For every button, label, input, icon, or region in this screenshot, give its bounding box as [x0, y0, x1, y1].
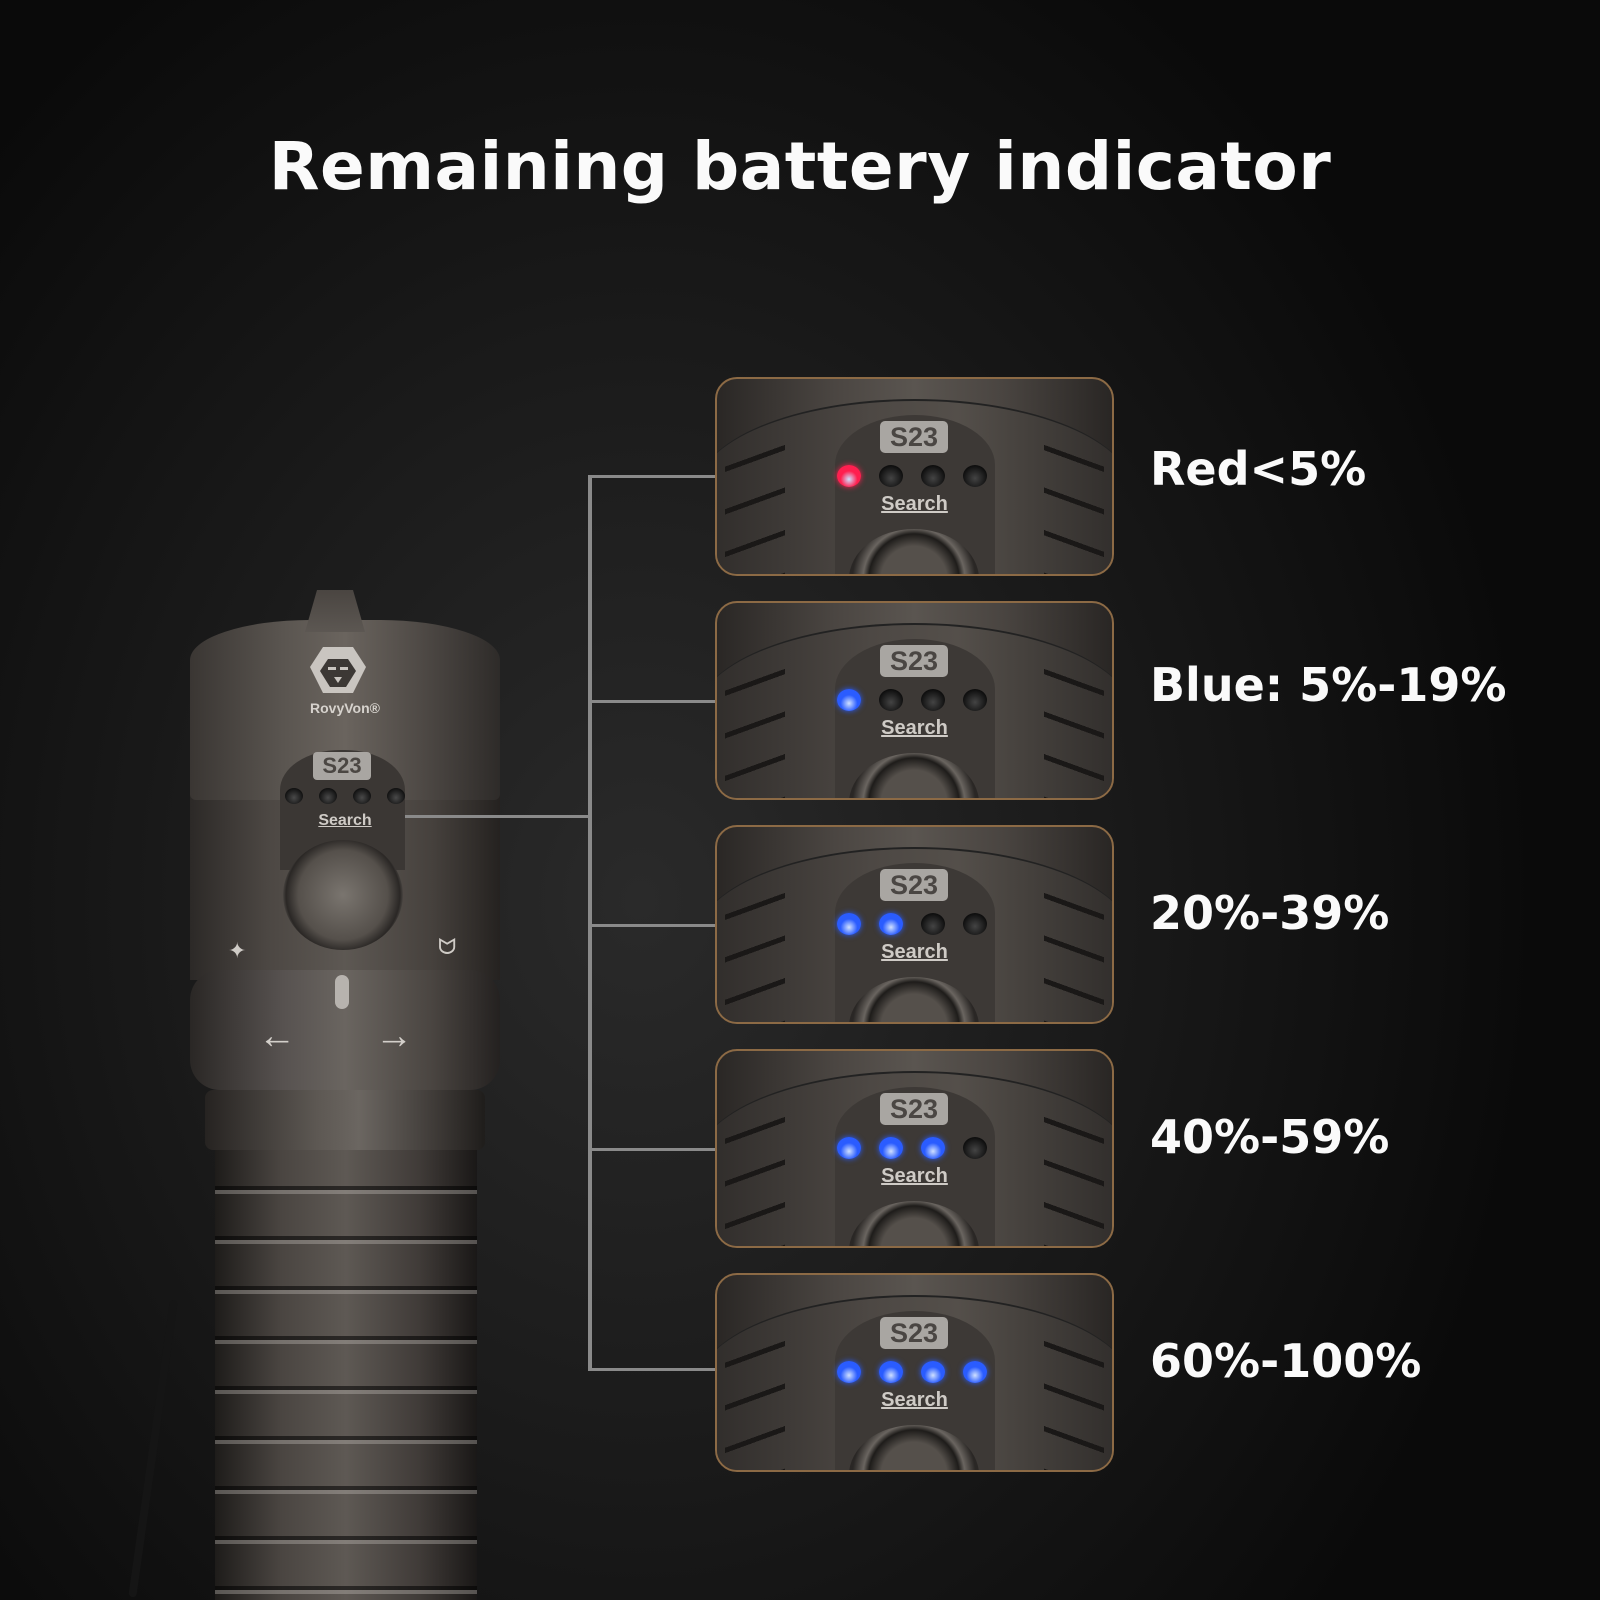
led-off — [963, 1137, 987, 1159]
page-title: Remaining battery indicator — [268, 128, 1332, 205]
search-label: Search — [881, 1389, 948, 1411]
lanyard — [128, 1299, 178, 1598]
model-badge: S23 — [880, 421, 948, 453]
battery-level-label: Blue: 5%-19% — [1150, 658, 1507, 712]
model-badge: S23 — [880, 1317, 948, 1349]
led-off — [879, 465, 903, 487]
led-off — [921, 689, 945, 711]
battery-level-label: 40%-59% — [1150, 1110, 1390, 1164]
battery-level-label: Red<5% — [1150, 442, 1367, 496]
model-badge: S23 — [313, 752, 371, 780]
connector-branch — [588, 924, 716, 927]
search-label: Search — [881, 941, 948, 963]
grip-fins — [725, 1335, 785, 1470]
lion-logo-icon — [310, 647, 366, 693]
power-button — [283, 840, 403, 950]
led-blue — [837, 1137, 861, 1159]
led-blue — [921, 1361, 945, 1383]
led-off — [921, 913, 945, 935]
led-blue — [837, 1361, 861, 1383]
led-indicator — [387, 788, 405, 804]
grip-fins — [725, 439, 785, 574]
led-off — [921, 465, 945, 487]
battery-level-label: 60%-100% — [1150, 1334, 1422, 1388]
headlamp-face-icon: ᗢ — [438, 934, 457, 959]
model-badge: S23 — [880, 645, 948, 677]
connector-branch — [588, 1148, 716, 1151]
led-indicator — [285, 788, 303, 804]
led-blue — [879, 1137, 903, 1159]
beam-target-icon: ✦ — [228, 938, 247, 963]
led-blue — [921, 1137, 945, 1159]
led-row — [837, 1137, 987, 1159]
led-row — [837, 689, 987, 711]
ring-marker — [335, 975, 349, 1009]
brand-name: RovyVon® — [310, 700, 380, 716]
led-blue — [879, 913, 903, 935]
led-row — [837, 913, 987, 935]
search-label: Search — [318, 812, 372, 829]
led-blue — [963, 1361, 987, 1383]
flashlight-image: RovyVon® S23 Search ✦ ᗢ ← → — [128, 590, 510, 1600]
led-off — [963, 913, 987, 935]
led-blue — [879, 1361, 903, 1383]
led-off — [963, 689, 987, 711]
led-row — [837, 465, 987, 487]
connector-branch — [588, 700, 716, 703]
led-indicator — [319, 788, 337, 804]
search-label: Search — [881, 717, 948, 739]
led-blue — [837, 689, 861, 711]
led-indicator — [353, 788, 371, 804]
grip-fins — [725, 1111, 785, 1246]
connector-trunk — [588, 475, 592, 1370]
model-badge: S23 — [880, 1093, 948, 1125]
led-row — [837, 1361, 987, 1383]
led-blue — [837, 913, 861, 935]
led-off — [879, 689, 903, 711]
grip-fins — [725, 663, 785, 798]
arrow-left-icon: ← — [258, 1015, 296, 1057]
model-badge: S23 — [880, 869, 948, 901]
head-notch — [305, 590, 365, 632]
connector-line — [405, 815, 590, 818]
connector-branch — [588, 1368, 716, 1371]
connector-branch — [588, 475, 716, 478]
led-off — [963, 465, 987, 487]
search-label: Search — [881, 1165, 948, 1187]
arrow-right-icon: → — [375, 1015, 413, 1057]
flashlight-tube — [215, 1150, 477, 1600]
led-row — [285, 788, 405, 804]
battery-level-label: 20%-39% — [1150, 886, 1390, 940]
flashlight-collar — [205, 1090, 485, 1150]
search-label: Search — [881, 493, 948, 515]
grip-fins — [725, 887, 785, 1022]
led-red — [837, 465, 861, 487]
